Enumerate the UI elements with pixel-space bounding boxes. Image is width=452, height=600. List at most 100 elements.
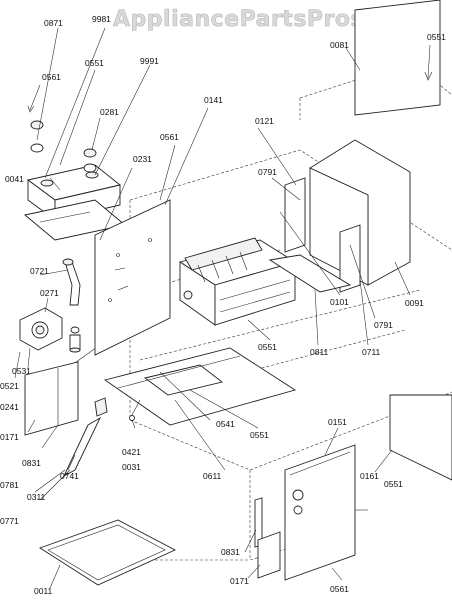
gas-valve-0271[interactable] bbox=[19, 307, 81, 353]
leader-0711 bbox=[359, 279, 369, 346]
label-9991: 9991 bbox=[140, 56, 159, 66]
label-0161: 0161 bbox=[360, 471, 379, 481]
screw-arrow-left-icon bbox=[27, 105, 35, 113]
label-0741: 0741 bbox=[60, 471, 79, 481]
leader-0011 bbox=[49, 564, 61, 589]
leader-0551-upper bbox=[59, 69, 96, 166]
leader-0831-left bbox=[41, 424, 59, 449]
label-0831-bottom: 0831 bbox=[221, 547, 240, 557]
screw-arrow-top-right-icon bbox=[424, 71, 433, 81]
leader-0081 bbox=[345, 47, 361, 71]
label-0231: 0231 bbox=[133, 154, 152, 164]
label-0551-mid: 0551 bbox=[258, 342, 277, 352]
label-0561-bottom: 0561 bbox=[330, 584, 349, 594]
screw-0421[interactable] bbox=[129, 415, 135, 421]
base-tray-0031[interactable] bbox=[103, 347, 297, 426]
label-0551-lower: 0551 bbox=[250, 430, 269, 440]
leader-0561-left bbox=[29, 84, 41, 111]
wire-harness-0741[interactable] bbox=[39, 397, 108, 501]
baffle-0811[interactable] bbox=[339, 224, 361, 293]
label-0551-upper: 0551 bbox=[85, 58, 104, 68]
leader-0871 bbox=[36, 27, 59, 141]
label-0551-right: 0551 bbox=[384, 479, 403, 489]
leader-0171-left bbox=[27, 419, 36, 433]
label-0041: 0041 bbox=[5, 174, 24, 184]
front-door-0151[interactable] bbox=[284, 444, 356, 581]
label-0091: 0091 bbox=[405, 298, 424, 308]
label-0521: 0521 bbox=[0, 381, 19, 391]
center-panel-0141[interactable] bbox=[94, 199, 171, 356]
label-0281: 0281 bbox=[100, 107, 119, 117]
leader-0551-lower bbox=[189, 389, 259, 429]
leader-0171-bottom bbox=[247, 564, 261, 579]
leader-0521 bbox=[14, 351, 21, 379]
label-0711: 0711 bbox=[362, 347, 381, 357]
leader-0541 bbox=[159, 371, 211, 421]
leader-0421 bbox=[131, 419, 136, 429]
leader-0561-bottom bbox=[331, 567, 343, 581]
gas-pipe-0721[interactable] bbox=[62, 258, 81, 306]
leader-0231 bbox=[99, 167, 133, 241]
heat-exchanger-assembly[interactable] bbox=[178, 237, 297, 326]
leader-0551-top bbox=[427, 44, 431, 79]
label-0561-left: 0561 bbox=[42, 72, 61, 82]
leader-0561-mid bbox=[159, 144, 176, 201]
leader-0121 bbox=[257, 127, 297, 186]
part-labels: 0871 9981 9991 0551 0561 0551 0081 0281 … bbox=[0, 14, 446, 596]
rail-0791[interactable] bbox=[268, 254, 352, 293]
label-0541: 0541 bbox=[216, 419, 235, 429]
leader-0101 bbox=[279, 211, 341, 296]
leader-0831-bottom bbox=[244, 529, 257, 553]
side-panel-0161[interactable] bbox=[389, 394, 452, 481]
label-0081: 0081 bbox=[330, 40, 349, 50]
leader-0041 bbox=[49, 177, 61, 191]
label-0531: 0531 bbox=[12, 366, 31, 376]
label-0781: 0781 bbox=[0, 480, 19, 490]
leader-0741 bbox=[67, 454, 76, 471]
leader-0091 bbox=[394, 261, 411, 296]
leader-0161 bbox=[374, 449, 393, 473]
label-0171-bottom: 0171 bbox=[230, 576, 249, 586]
leader-0141 bbox=[164, 107, 209, 206]
label-0171-left: 0171 bbox=[0, 432, 19, 442]
leader-0721 bbox=[39, 269, 69, 276]
label-0101: 0101 bbox=[330, 297, 349, 307]
label-0831-left: 0831 bbox=[22, 458, 41, 468]
grommets-0281[interactable] bbox=[30, 120, 97, 173]
label-0271: 0271 bbox=[40, 288, 59, 298]
label-0031: 0031 bbox=[122, 462, 141, 472]
label-9981: 9981 bbox=[92, 14, 111, 24]
label-0551-top-right: 0551 bbox=[427, 32, 446, 42]
label-0811: 0811 bbox=[310, 347, 329, 357]
leader-0531 bbox=[27, 347, 31, 369]
leader-0791-lower bbox=[349, 244, 376, 319]
filter-panel-0171[interactable] bbox=[257, 531, 281, 579]
leader-0611 bbox=[174, 399, 226, 471]
label-0141: 0141 bbox=[204, 95, 223, 105]
leader-0311 bbox=[34, 469, 66, 493]
label-0151: 0151 bbox=[328, 417, 347, 427]
leader-0031 bbox=[131, 399, 141, 416]
leader-9981 bbox=[44, 27, 106, 179]
label-0791-lower: 0791 bbox=[374, 320, 393, 330]
bracket-0121[interactable] bbox=[284, 177, 306, 253]
label-0721: 0721 bbox=[30, 266, 49, 276]
label-0421: 0421 bbox=[122, 447, 141, 457]
label-0871: 0871 bbox=[44, 18, 63, 28]
label-0241: 0241 bbox=[0, 402, 19, 412]
label-0011: 0011 bbox=[34, 586, 53, 596]
leader-0551-mid bbox=[247, 319, 271, 341]
small-door-0171[interactable] bbox=[24, 361, 79, 436]
label-0311: 0311 bbox=[27, 492, 46, 502]
label-0611: 0611 bbox=[203, 471, 222, 481]
leader-0271 bbox=[44, 297, 49, 313]
leader-0281 bbox=[91, 117, 101, 151]
leader-0811 bbox=[314, 289, 319, 346]
back-panel-0081[interactable] bbox=[354, 0, 441, 116]
label-0121: 0121 bbox=[255, 116, 274, 126]
bottom-plate-0011[interactable] bbox=[38, 519, 177, 586]
label-0771: 0771 bbox=[0, 516, 19, 526]
leader-9991 bbox=[94, 64, 151, 176]
label-0791-upper: 0791 bbox=[258, 167, 277, 177]
